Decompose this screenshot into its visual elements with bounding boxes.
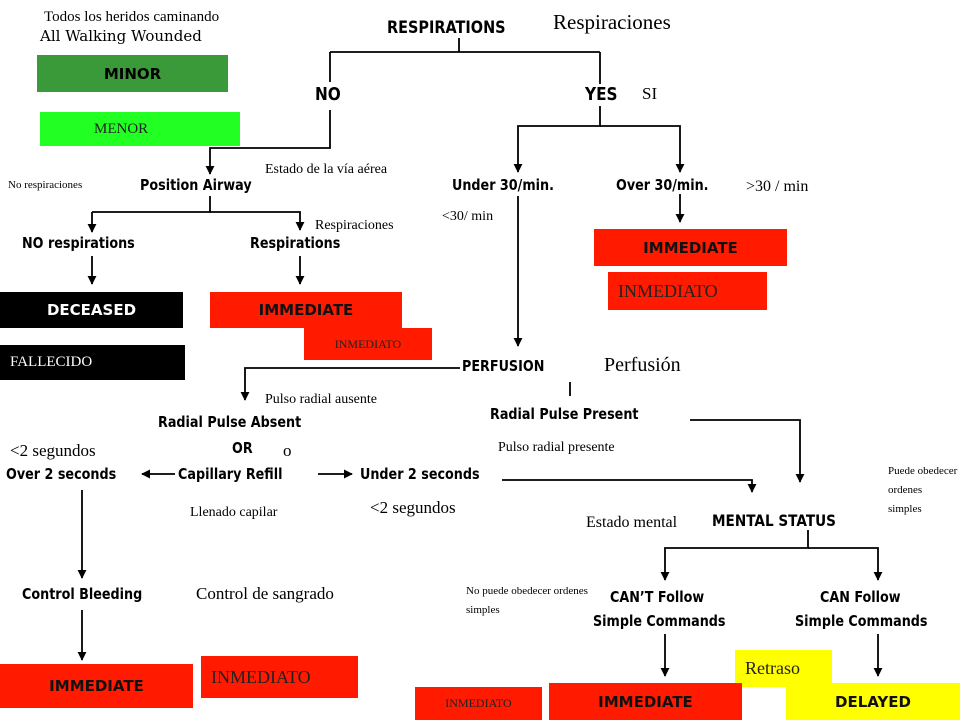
connector-under2-to-mental (502, 479, 757, 493)
under-30-label-es: <30/ min (442, 209, 494, 224)
connector-no-to-airway (205, 110, 331, 175)
respirations-label-es: Respiraciones (315, 218, 394, 233)
connector-mental-right (808, 547, 883, 581)
or-label: OR (232, 439, 253, 457)
minor-category: MINOR (37, 55, 228, 92)
control-bleeding-label: Control Bleeding (22, 585, 143, 603)
under-2-label-es: <2 segundos (370, 498, 456, 517)
mental-status-title-es: Estado mental (586, 514, 678, 531)
over-2-label-es: <2 segundos (10, 441, 96, 460)
pulse-absent-label-es: Pulso radial ausente (265, 392, 377, 407)
immediate-category-perfusion: IMMEDIATE (0, 664, 193, 708)
yes-label: YES (585, 84, 618, 105)
delayed-category-es: Retraso (735, 650, 832, 687)
can-follow-label-es: Puede obedecer ordenes simples (888, 465, 958, 515)
perfusion-title: PERFUSION (462, 357, 545, 375)
deceased-category-es: FALLECIDO (0, 345, 185, 380)
no-label: NO (315, 84, 341, 105)
connector-present-to-mental (690, 419, 805, 483)
immediate-category-airway-es: INMEDIATO (304, 328, 432, 360)
immediate-category-perfusion-es: INMEDIATO (201, 656, 358, 698)
no-respirations-label-es: No respiraciones (8, 179, 83, 191)
over-30-label-es: >30 / min (746, 178, 809, 195)
immediate-category-mental-es: INMEDIATO (415, 687, 542, 720)
pulse-absent-label: Radial Pulse Absent (158, 413, 302, 431)
pulse-present-label: Radial Pulse Present (490, 405, 639, 423)
capillary-refill-label-es: Llenado capilar (190, 505, 278, 520)
mental-status-title: MENTAL STATUS (712, 511, 836, 530)
connector-perfusion-left (240, 367, 460, 401)
connector-airway-split (92, 196, 211, 232)
airway-label-es: Estado de la vía aérea (265, 162, 388, 177)
pulse-present-label-es: Pulso radial presente (498, 440, 615, 455)
can-follow-label-line1: CAN Follow (820, 588, 901, 606)
immediate-category-airway: IMMEDIATE (210, 292, 402, 328)
delayed-category: DELAYED (786, 683, 960, 720)
no-respirations-label: NO respirations (22, 234, 135, 252)
control-bleeding-label-es: Control de sangrado (196, 584, 334, 603)
immediate-category-mental: IMMEDIATE (549, 683, 742, 720)
connector-yes-right (600, 125, 685, 173)
respirations-title: RESPIRATIONS (387, 18, 506, 38)
perfusion-title-es: Perfusión (604, 354, 681, 376)
connector-respirations-split (329, 38, 601, 84)
walking-label-es: Todos los heridos caminando (44, 9, 220, 25)
cant-follow-label-line1: CAN’T Follow (610, 588, 705, 606)
immediate-category-rate: IMMEDIATE (594, 229, 787, 266)
cant-follow-label-es: No puede obedecer ordenes simples (466, 585, 588, 616)
connector-mental-split (660, 530, 809, 581)
over-2-label: Over 2 seconds (6, 465, 117, 483)
respirations-title-es: Respiraciones (553, 10, 671, 34)
or-label-es: o (283, 441, 292, 460)
over-30-label: Over 30/min. (616, 176, 709, 194)
si-label: SI (642, 84, 658, 103)
respirations-label: Respirations (250, 234, 341, 252)
deceased-category: DECEASED (0, 292, 183, 328)
can-follow-label-line2: Simple Commands (795, 612, 928, 630)
immediate-category-rate-es: INMEDIATO (608, 272, 767, 310)
under-2-label: Under 2 seconds (360, 465, 480, 483)
connector-airway-right (210, 211, 305, 231)
walking-label: All Walking Wounded (40, 27, 202, 45)
capillary-refill-label: Capillary Refill (178, 465, 283, 483)
connector-yes-split (513, 106, 601, 173)
cant-follow-label-line2: Simple Commands (593, 612, 726, 630)
minor-category-es: MENOR (40, 112, 240, 146)
position-airway-label: Position Airway (140, 176, 252, 194)
under-30-label: Under 30/min. (452, 176, 554, 194)
